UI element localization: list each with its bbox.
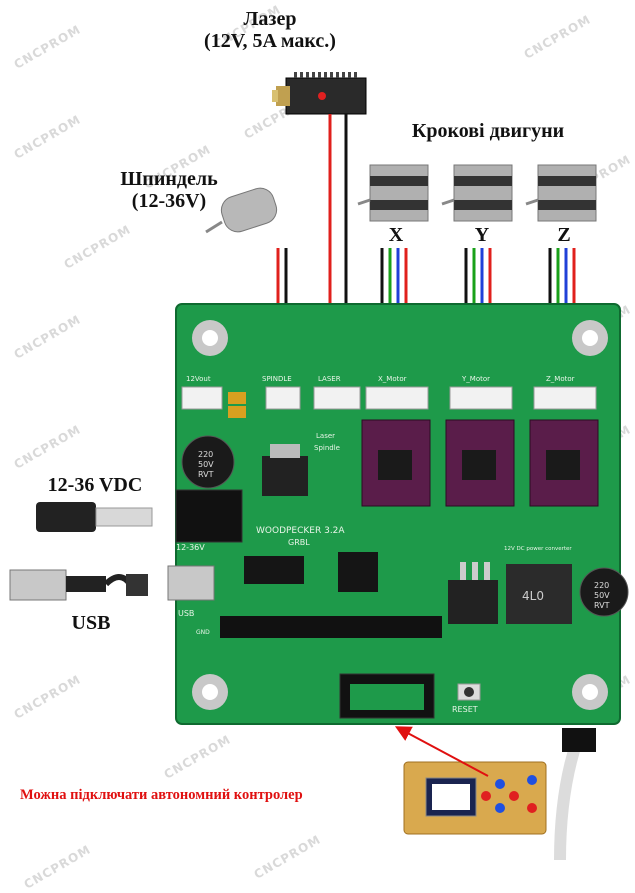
- stepper-motor-y: [441, 164, 513, 222]
- cap-right-line3: RVT: [594, 601, 610, 610]
- spindle-motor: [205, 187, 278, 234]
- connector-label-laser: LASER: [318, 375, 341, 383]
- cap-left-line2: 50V: [198, 460, 214, 469]
- reset-silk: RESET: [452, 705, 478, 714]
- vin-silk: 12-36V: [176, 543, 205, 552]
- board-subtitle: GRBL: [288, 538, 310, 547]
- usb-cable: [9, 569, 148, 601]
- spindle-label: Шпиндель (12-36V): [104, 168, 234, 213]
- axis-y-label: Y: [474, 224, 490, 246]
- laser-spec: (12V, 5A макс.): [204, 30, 336, 53]
- power-label: 12-36 VDC: [47, 474, 143, 496]
- controller-note: Можна підключати автономний контролер: [20, 787, 303, 803]
- axis-z-label: Z: [557, 224, 571, 246]
- axis-x-label: X: [388, 224, 404, 246]
- usb-silk: USB: [178, 609, 194, 618]
- spindle-spec: (12-36V): [131, 190, 207, 213]
- usb-label: USB: [71, 612, 111, 634]
- laser-module: [272, 72, 367, 115]
- cap-left-line1: 220: [198, 450, 213, 459]
- laser-name: Лазер: [243, 8, 297, 30]
- stepper-motor-z: [525, 164, 597, 222]
- spindle-silk: Spindle: [314, 444, 340, 452]
- cap-right-line1: 220: [594, 581, 609, 590]
- offline-controller: [403, 761, 547, 835]
- board-title: WOODPECKER 3.2A: [256, 526, 345, 536]
- connector-label-x-motor: X_Motor: [378, 375, 407, 383]
- cap-left-line3: RVT: [198, 470, 214, 479]
- spindle-name: Шпиндель: [120, 168, 218, 190]
- stepper-label: Крокові двигуни: [411, 120, 565, 142]
- connector-label-12vout: 12Vout: [186, 375, 211, 383]
- stepper-motor-x: [357, 164, 429, 222]
- gnd-silk: GND: [196, 629, 210, 636]
- laser-silk: Laser: [316, 432, 335, 440]
- connector-label-z-motor: Z_Motor: [546, 375, 575, 383]
- laser-label: Лазер (12V, 5A макс.): [190, 8, 350, 53]
- connector-label-spindle: SPINDLE: [262, 375, 292, 383]
- inductor-label: 4L0: [522, 589, 544, 603]
- converter-silk: 12V DC power converter: [504, 546, 572, 552]
- pcb-board: [167, 303, 629, 725]
- connector-label-y-motor: Y_Motor: [461, 375, 490, 383]
- cap-right-line2: 50V: [594, 591, 610, 600]
- dc-power-plug: [36, 502, 153, 532]
